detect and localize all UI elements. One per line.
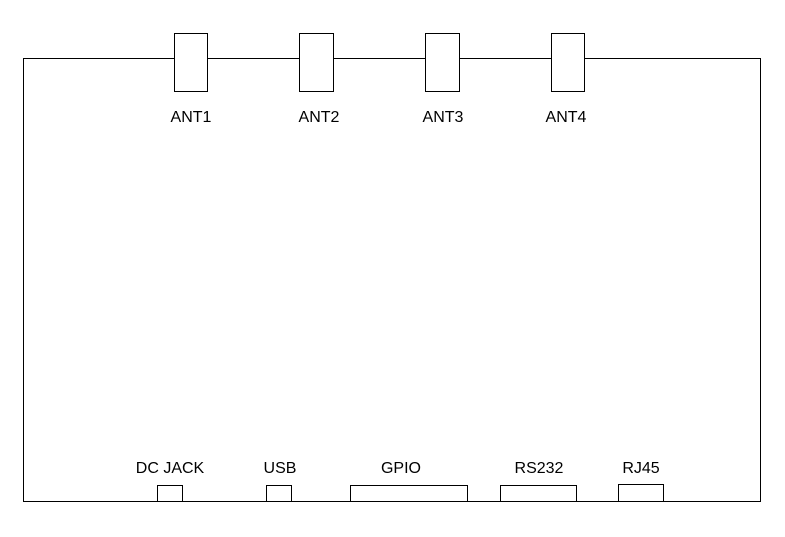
antenna-connector-1 [174,33,208,92]
usb-connector [266,485,292,502]
antenna-label-2: ANT2 [299,109,340,126]
rj45-connector [618,484,664,502]
dc-jack-connector [157,485,183,502]
antenna-label-3: ANT3 [423,109,464,126]
usb-label: USB [264,460,297,477]
antenna-label-1: ANT1 [171,109,212,126]
rs232-label: RS232 [515,460,564,477]
antenna-connector-2 [299,33,334,92]
gpio-label: GPIO [381,460,421,477]
gpio-connector [350,485,468,502]
antenna-connector-4 [551,33,585,92]
antenna-label-4: ANT4 [546,109,587,126]
dc-jack-label: DC JACK [136,460,205,477]
device-body [23,58,761,502]
rj45-label: RJ45 [622,460,659,477]
rs232-connector [500,485,577,502]
antenna-connector-3 [425,33,460,92]
